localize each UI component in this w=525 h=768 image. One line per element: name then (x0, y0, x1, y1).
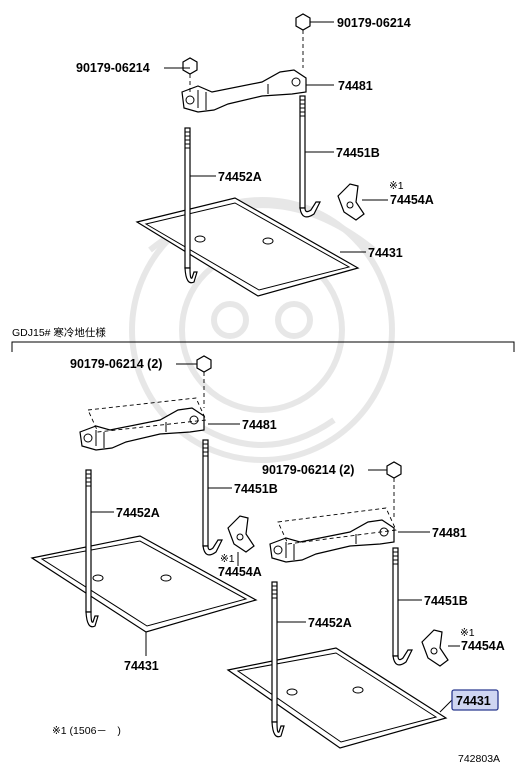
figure-id: 742803A (458, 753, 500, 765)
hold-down-hook[interactable] (421, 629, 449, 667)
label-tray[interactable]: 74431 (368, 246, 403, 260)
label-bolt-a[interactable]: 74452A (218, 170, 262, 184)
battery-clamp[interactable] (181, 69, 307, 113)
label-bolt-a[interactable]: 74452A (308, 616, 352, 630)
label-clamp[interactable]: 74481 (338, 79, 373, 93)
group-cold-left: 90179-06214 (2) 74481 74451B 74452A ※1 7… (30, 355, 278, 673)
battery-tray[interactable] (226, 647, 448, 749)
hex-nut-right[interactable] (295, 13, 311, 31)
footnote-mark: ※1 (220, 553, 235, 565)
label-nut[interactable]: 90179-06214 (2) (70, 357, 162, 371)
label-bolt-b[interactable]: 74451B (234, 482, 278, 496)
hook-bolt-a[interactable] (184, 127, 198, 284)
label-tray-highlighted[interactable]: 74431 (456, 694, 491, 708)
hex-nut[interactable] (386, 461, 402, 479)
group-standard: 90179-06214 90179-06214 74481 74451B 744… (76, 13, 434, 297)
label-clamp[interactable]: 74481 (432, 526, 467, 540)
highlight-box (451, 689, 499, 711)
label-tray[interactable]: 74431 (124, 659, 159, 673)
variant-bracket (11, 341, 515, 352)
hold-down-hook[interactable] (227, 515, 255, 553)
hex-nut-left[interactable] (182, 57, 198, 75)
label-nut[interactable]: 90179-06214 (2) (262, 463, 354, 477)
label-hook[interactable]: 74454A (390, 193, 434, 207)
hex-nut[interactable] (196, 355, 212, 373)
hook-bolt-b[interactable] (392, 547, 413, 666)
battery-tray[interactable] (135, 197, 360, 297)
battery-clamp[interactable] (269, 519, 395, 563)
battery-clamp[interactable] (79, 407, 205, 451)
label-bolt-b[interactable]: 74451B (336, 146, 380, 160)
footnote: ※1 (1506－ ) (52, 725, 121, 737)
hold-down-hook[interactable] (337, 183, 365, 221)
hook-bolt-a[interactable] (85, 469, 99, 628)
hook-bolt-a[interactable] (271, 581, 285, 738)
label-bolt-b[interactable]: 74451B (424, 594, 468, 608)
label-hook[interactable]: 74454A (461, 639, 505, 653)
hook-bolt-b[interactable] (299, 95, 321, 218)
hook-bolt-b[interactable] (202, 439, 223, 556)
label-nut-left[interactable]: 90179-06214 (76, 61, 150, 75)
footnote-mark: ※1 (460, 627, 475, 639)
label-hook[interactable]: 74454A (218, 565, 262, 579)
battery-tray[interactable] (30, 535, 258, 633)
group-cold-right: 90179-06214 (2) 74481 74451B 74452A ※1 7… (226, 461, 505, 749)
label-clamp[interactable]: 74481 (242, 418, 277, 432)
label-bolt-a[interactable]: 74452A (116, 506, 160, 520)
label-nut-right[interactable]: 90179-06214 (337, 16, 411, 30)
variant-heading: GDJ15# 寒冷地仕様 (12, 326, 106, 339)
footnote-mark: ※1 (389, 180, 404, 192)
